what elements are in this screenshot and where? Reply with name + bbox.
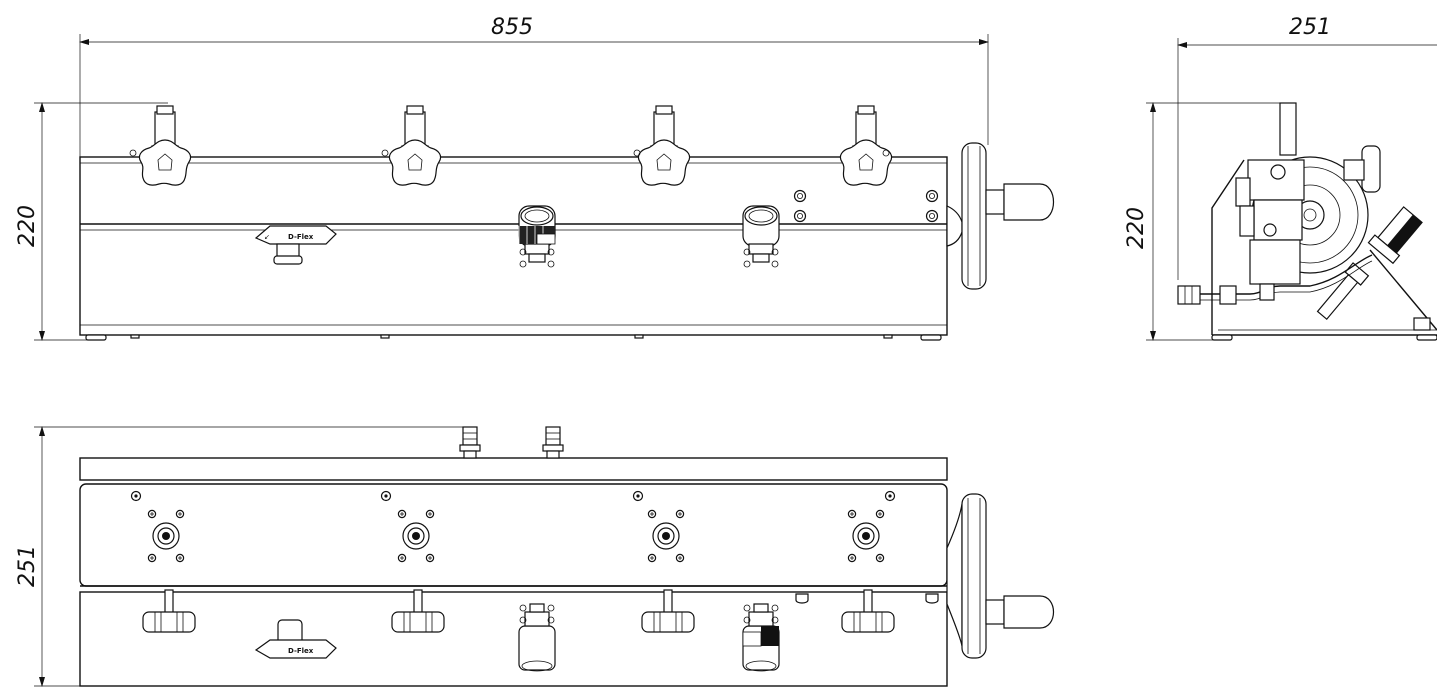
side-knob-3	[641, 589, 695, 633]
side-knob-1	[142, 589, 196, 633]
front-view: D-Flex ↙	[79, 105, 1054, 341]
top-view: D-Flex	[79, 426, 1054, 687]
dim-label-855: 855	[491, 15, 533, 40]
coupler-3	[647, 509, 685, 563]
svg-text:↙: ↙	[264, 233, 270, 241]
side-knob-2	[391, 589, 445, 633]
handwheel-front	[946, 142, 1054, 290]
gauge-1	[518, 205, 556, 268]
dim-side-height: 220	[1124, 102, 1284, 341]
handwheel-top	[946, 493, 1054, 659]
dim-top-depth: 251	[15, 426, 470, 687]
star-knob-3	[637, 105, 691, 186]
dim-front-width: 855	[79, 15, 989, 157]
coupler-2	[397, 509, 435, 563]
valve-handle: D-Flex ↙	[254, 225, 337, 265]
dim-label-251-side: 251	[1289, 15, 1331, 40]
gauge-top-1	[518, 603, 556, 672]
side-knob-4	[841, 589, 895, 633]
star-knob-1	[138, 105, 192, 186]
star-knob-2	[388, 105, 442, 186]
brand-logo-top: D-Flex	[288, 647, 314, 655]
coupler-1	[147, 509, 185, 563]
dim-label-251-top: 251	[15, 545, 40, 587]
brand-logo-front: D-Flex	[288, 233, 314, 241]
dim-label-220-front: 220	[15, 205, 40, 247]
gauge-top-2	[742, 603, 780, 672]
side-view	[1177, 102, 1437, 341]
gauge-2	[742, 205, 780, 268]
dim-label-220-side: 220	[1124, 207, 1149, 249]
coupler-4	[847, 509, 885, 563]
valve-handle-top: D-Flex	[254, 619, 337, 659]
front-body	[79, 156, 948, 336]
star-knob-4	[839, 105, 893, 186]
dim-front-height: 220	[15, 102, 168, 341]
dim-side-width: 251	[1177, 15, 1437, 280]
